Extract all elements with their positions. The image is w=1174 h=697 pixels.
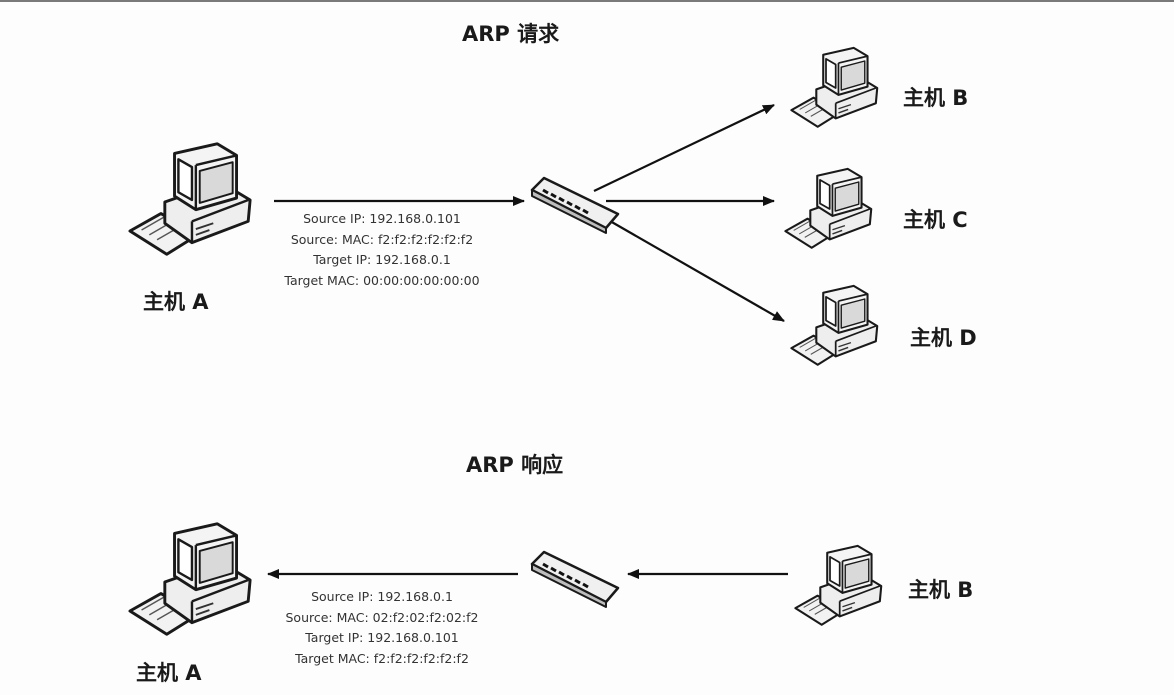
- host-b-label: 主机 B: [903, 86, 969, 110]
- response-source-mac: Source: MAC: 02:f2:02:f2:02:f2: [285, 609, 479, 625]
- host-a-label: 主机 A: [136, 661, 202, 685]
- response-packet-info: Source IP: 192.168.0.1 Source: MAC: 02:f…: [262, 587, 502, 669]
- response-target-mac: Target MAC: f2:f2:f2:f2:f2:f2: [295, 650, 469, 666]
- host-b-label: 主机 B: [908, 578, 974, 602]
- desktop-computer-icon: [128, 516, 254, 644]
- request-source-ip: Source IP: 192.168.0.101: [303, 211, 461, 226]
- request-source-mac: Source: MAC: f2:f2:f2:f2:f2:f2: [290, 231, 474, 247]
- host-c-label: 主机 C: [903, 208, 968, 232]
- desktop-computer-icon: [790, 282, 880, 370]
- host-a-label: 主机 A: [143, 290, 209, 314]
- request-target-ip: Target IP: 192.168.0.1: [313, 252, 451, 267]
- desktop-computer-icon: [794, 542, 884, 630]
- response-title: ARP 响应: [466, 453, 564, 477]
- network-switch-icon: [530, 546, 620, 608]
- request-title: ARP 请求: [462, 22, 560, 46]
- arrow-switch-to-d: [609, 220, 785, 322]
- response-source-ip: Source IP: 192.168.0.1: [311, 589, 453, 604]
- request-target-mac: Target MAC: 00:00:00:00:00:00: [284, 272, 480, 288]
- desktop-computer-icon: [784, 165, 874, 253]
- desktop-computer-icon: [128, 136, 254, 264]
- network-switch-icon: [530, 172, 620, 234]
- response-target-ip: Target IP: 192.168.0.101: [305, 630, 459, 645]
- request-packet-info: Source IP: 192.168.0.101 Source: MAC: f2…: [262, 209, 502, 291]
- arrow-switch-to-b: [593, 104, 775, 192]
- desktop-computer-icon: [790, 44, 880, 132]
- host-d-label: 主机 D: [910, 326, 977, 350]
